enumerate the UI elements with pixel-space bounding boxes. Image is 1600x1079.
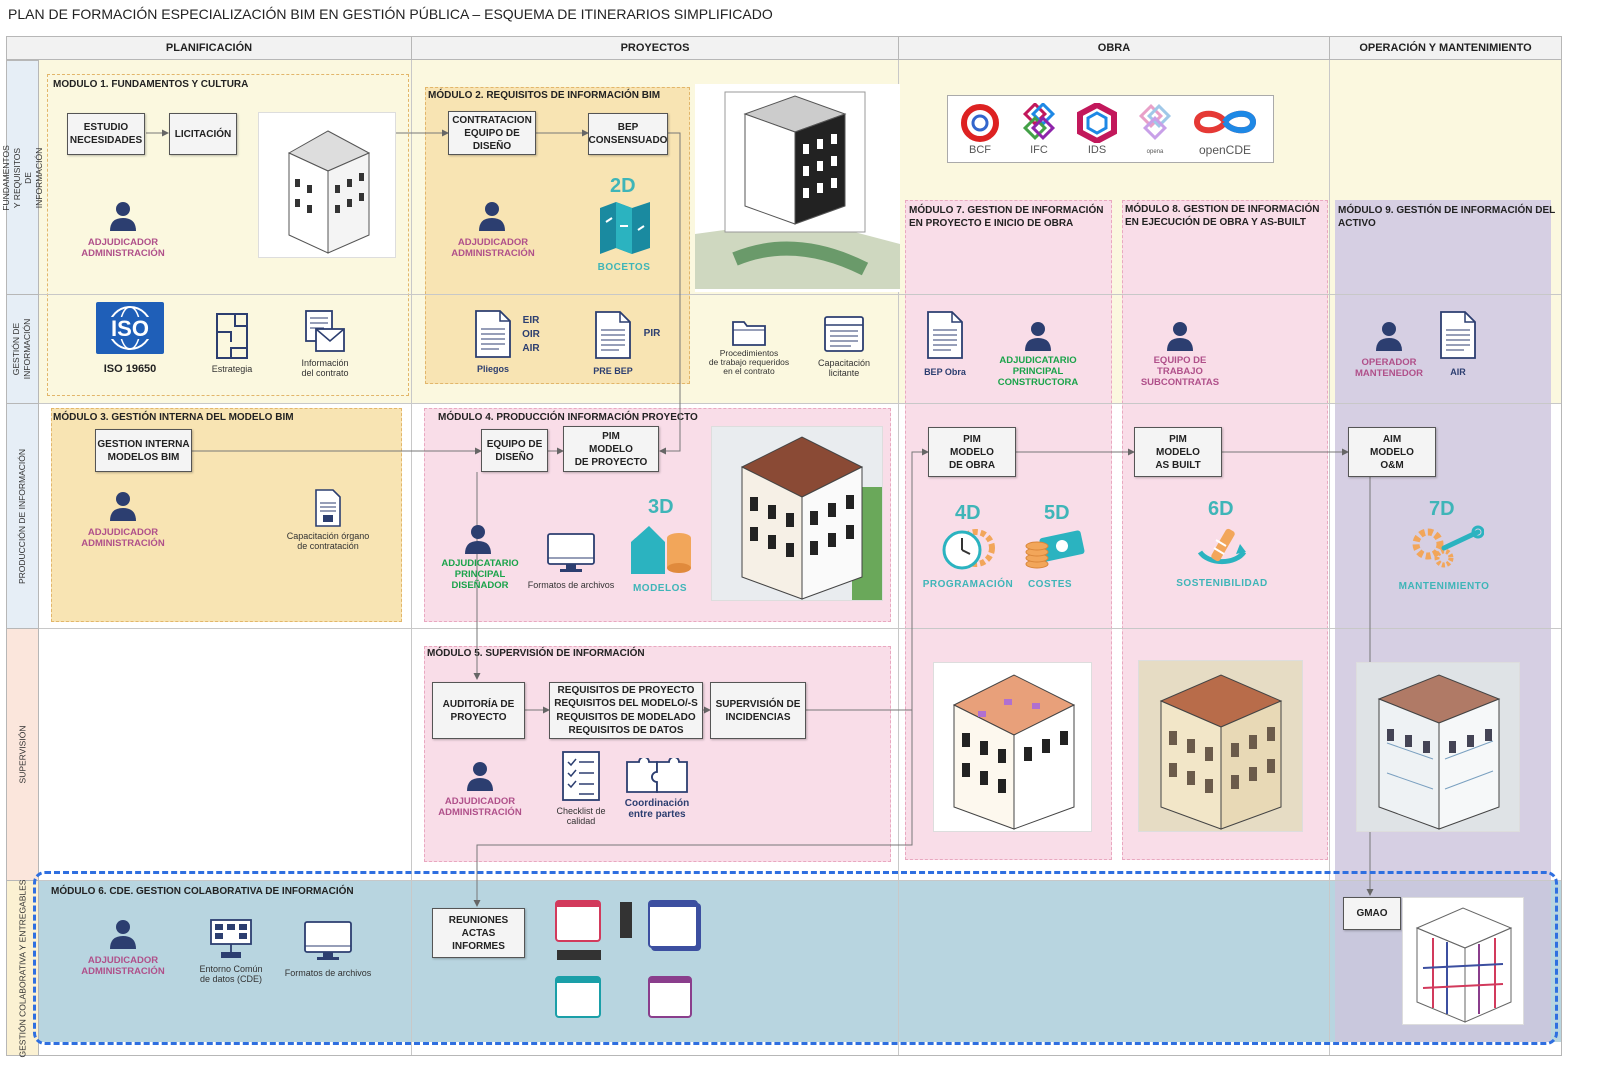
dimension-6d: 6D bbox=[1208, 498, 1234, 521]
person-icon bbox=[1374, 320, 1404, 352]
person-icon bbox=[465, 760, 495, 792]
person-icon bbox=[477, 200, 507, 232]
clock-gear-icon bbox=[940, 524, 996, 574]
building-image-modelo-proyecto bbox=[711, 426, 883, 601]
label-ids: IDS bbox=[1073, 145, 1121, 155]
svg-text:ISO: ISO bbox=[111, 316, 149, 341]
caption-programacion: PROGRAMACIÓN bbox=[916, 579, 1020, 590]
label-pliegos: Pliegos bbox=[466, 364, 520, 374]
document-bep-obra-icon bbox=[926, 310, 964, 360]
label-bcf: BCF bbox=[956, 145, 1004, 155]
label-air: AIR bbox=[1436, 367, 1480, 377]
caption-sostenibilidad: SOSTENIBILIDAD bbox=[1164, 578, 1280, 589]
label-pir: PIR bbox=[640, 329, 664, 339]
contract-documents-icon bbox=[304, 309, 346, 353]
dimension-3d: 3D bbox=[648, 496, 674, 519]
browser-window-icon bbox=[823, 315, 865, 353]
box-licitacion[interactable]: LICITACIÓN bbox=[169, 113, 237, 155]
label-procedimientos: Procedimientosde trabajo requeridosen el… bbox=[698, 349, 800, 376]
label-ifc: IFC bbox=[1015, 145, 1063, 155]
person-icon bbox=[1023, 320, 1053, 352]
gear-wrench-icon bbox=[1408, 522, 1484, 574]
building-image-operacion bbox=[1356, 662, 1520, 832]
caption-mantenimiento: MANTENIMIENTO bbox=[1384, 581, 1504, 592]
building-image-planificacion bbox=[258, 112, 396, 258]
building-image-asbuilt bbox=[1138, 660, 1303, 832]
label-info-contrato: Informacióndel contrato bbox=[285, 358, 365, 378]
label-opena: opena bbox=[1135, 147, 1175, 157]
label-eir-oir-air: EIROIRAIR bbox=[516, 314, 546, 356]
ids-logo-icon bbox=[1076, 103, 1118, 143]
building-image-obra bbox=[933, 662, 1092, 832]
document-pliegos-icon bbox=[474, 309, 512, 359]
ifc-logo-icon bbox=[1018, 103, 1060, 143]
monitor-icon bbox=[546, 532, 596, 574]
person-icon bbox=[1165, 320, 1195, 352]
sustainability-cycle-icon bbox=[1190, 522, 1254, 574]
dimension-4d: 4D bbox=[955, 502, 981, 525]
person-icon bbox=[108, 490, 138, 522]
document-prebep-icon bbox=[594, 310, 632, 360]
floorplan-icon bbox=[215, 312, 249, 360]
label-formatos-m4: Formatos de archivos bbox=[514, 580, 628, 590]
caption-costes: COSTES bbox=[1016, 579, 1084, 590]
label-iso: ISO 19650 bbox=[84, 364, 176, 374]
document-air-icon bbox=[1439, 310, 1477, 360]
document-capacitacion-icon bbox=[314, 488, 342, 528]
iso-logo-icon: ISO bbox=[96, 302, 164, 354]
puzzle-icon bbox=[625, 758, 689, 794]
opencde-logo-icon bbox=[1191, 103, 1259, 141]
dimension-2d: 2D bbox=[610, 175, 636, 198]
label-prebep: PRE BEP bbox=[584, 366, 642, 376]
person-icon bbox=[108, 200, 138, 232]
label-bep-obra: BEP Obra bbox=[916, 367, 974, 377]
opena-logo-icon bbox=[1134, 103, 1176, 143]
dimension-5d: 5D bbox=[1044, 502, 1070, 525]
label-coordinacion: Coordinaciónentre partes bbox=[612, 798, 702, 820]
person-icon bbox=[463, 523, 493, 555]
caption-bocetos: BOCETOS bbox=[584, 262, 664, 273]
role-principal-constructora: ADJUDICATARIOPRINCIPALCONSTRUCTORA bbox=[983, 355, 1093, 388]
label-estrategia: Estrategia bbox=[200, 364, 264, 374]
caption-modelos: MODELOS bbox=[620, 583, 700, 594]
label-opencde: openCDE bbox=[1190, 145, 1260, 155]
bcf-logo-icon bbox=[958, 103, 1002, 143]
module6-highlight-frame bbox=[33, 871, 1558, 1045]
shapes-3d-icon bbox=[627, 522, 695, 578]
building-image-proyectos bbox=[695, 84, 900, 292]
arrow-bep-pim bbox=[660, 133, 680, 451]
role-adjudicador-m1: ADJUDICADORADMINISTRACIÓN bbox=[68, 237, 178, 259]
coins-money-icon bbox=[1023, 524, 1087, 574]
folder-icon bbox=[731, 317, 767, 347]
map-sketch-icon bbox=[598, 200, 652, 256]
dimension-7d: 7D bbox=[1429, 498, 1455, 521]
role-adjudicador-m3: ADJUDICADORADMINISTRACIÓN bbox=[68, 527, 178, 549]
checklist-icon bbox=[561, 750, 601, 802]
